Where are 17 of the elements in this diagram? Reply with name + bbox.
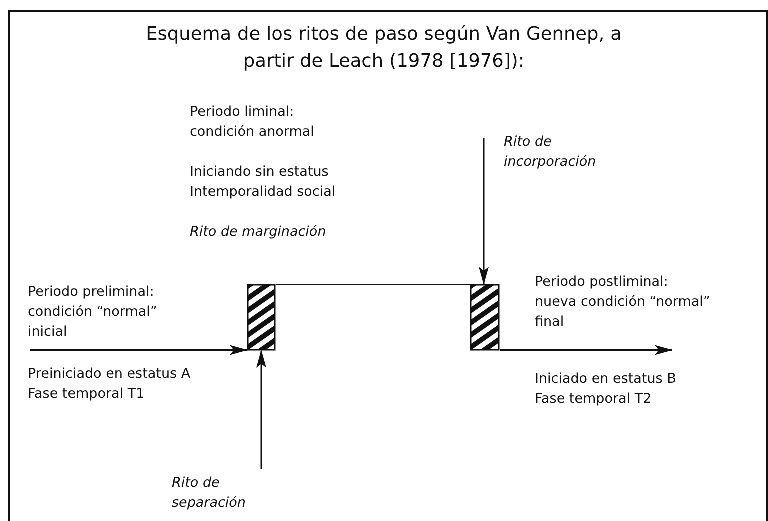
annotation-text: Periodo liminal: condición anormal [190, 103, 316, 142]
annotation-text: Preiniciado en estatus A Fase temporal T1 [28, 365, 192, 404]
rite-label: Rito de incorporación [504, 132, 624, 172]
annotation-text: Iniciando sin estatus Intemporalidad social [190, 163, 337, 202]
annotation-text: Rito de marginación [190, 223, 328, 242]
annotation-text: Periodo preliminal: condición “normal” inicial [28, 283, 158, 342]
hatched-bar [470, 284, 500, 351]
arrow [500, 345, 673, 356]
arrow [479, 138, 489, 285]
arrow [30, 345, 248, 356]
arrow [256, 350, 266, 469]
connector-line [276, 284, 470, 286]
annotation-text: Periodo postliminal: nueva condición “normal” final [535, 273, 711, 332]
annotation-text: Iniciado en estatus B Fase temporal T2 [535, 370, 678, 409]
rite-label: Rito de separación [172, 473, 282, 513]
diagram-title: Esquema de los ritos de paso según Van Gennep, a partir de Leach (1978 [1976]): [145, 23, 623, 74]
hatched-bar [247, 284, 276, 351]
